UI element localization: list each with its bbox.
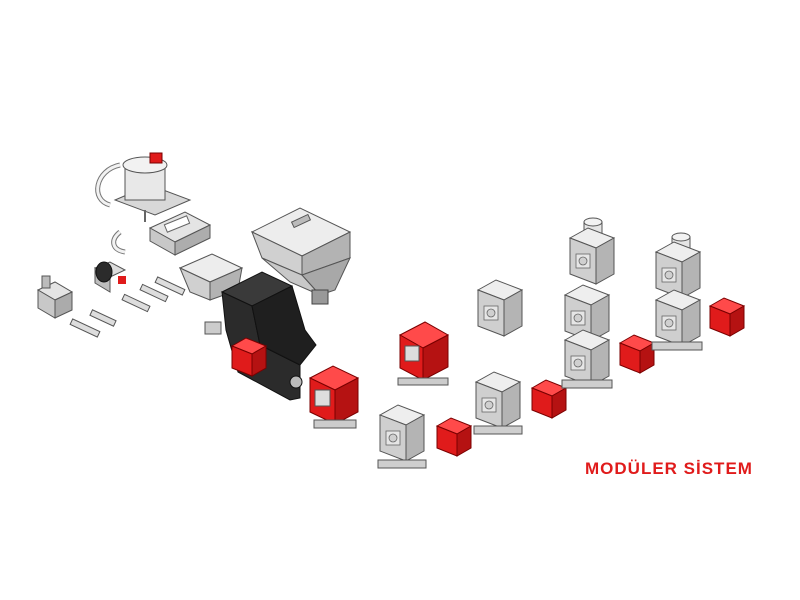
red-dosing-unit-front	[308, 365, 360, 429]
probe-parts	[69, 276, 186, 338]
modular-system-caption: MODÜLER SİSTEM	[585, 459, 753, 478]
red-dosing-unit	[397, 321, 450, 386]
vacuum-loader	[95, 152, 192, 222]
tall-gray-module-left	[561, 217, 655, 389]
solenoid-valve	[36, 275, 74, 319]
gray-module-1	[377, 404, 472, 469]
hopper-small	[178, 253, 244, 301]
black-bracket	[220, 271, 317, 401]
motor-part	[93, 261, 127, 293]
hopper-large	[250, 207, 352, 305]
gray-module-3	[473, 371, 567, 435]
gray-module-2	[477, 279, 523, 337]
red-motor-base	[204, 321, 267, 377]
filter-module	[111, 211, 212, 256]
tall-gray-module-right	[651, 232, 745, 351]
